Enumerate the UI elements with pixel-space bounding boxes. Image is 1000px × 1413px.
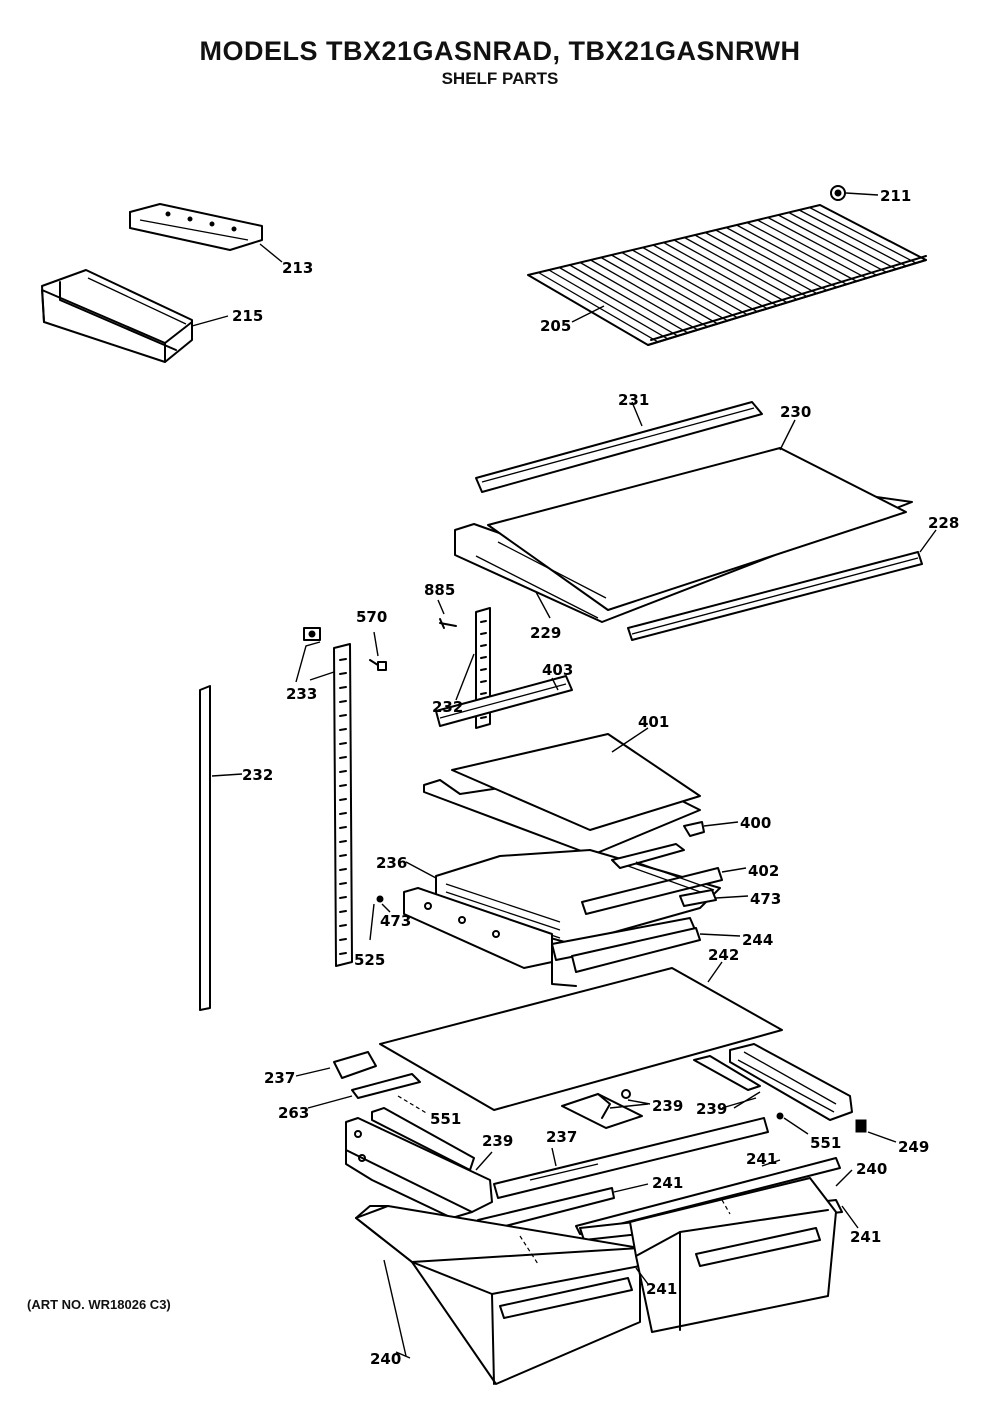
art-number: (ART NO. WR18026 C3) — [27, 1297, 171, 1312]
crisper-frame-part — [369, 843, 749, 987]
callout-239-center: 239 — [652, 1097, 683, 1115]
callout-551-left: 551 — [430, 1110, 461, 1128]
callout-400: 400 — [740, 814, 771, 832]
callout-473-left: 473 — [380, 912, 411, 930]
callout-230: 230 — [780, 403, 811, 421]
callout-236: 236 — [376, 854, 407, 872]
callout-242: 242 — [708, 946, 739, 964]
callout-205: 205 — [540, 317, 571, 335]
callout-240-right: 240 — [856, 1160, 887, 1178]
callout-239-left: 239 — [482, 1132, 513, 1150]
ladder-rail-part — [199, 607, 491, 1011]
callout-403: 403 — [542, 661, 573, 679]
callout-232-front: 232 — [432, 698, 463, 716]
dairy-bin-part — [41, 269, 229, 363]
callout-244: 244 — [742, 931, 773, 949]
callout-401: 401 — [638, 713, 669, 731]
callout-402: 402 — [748, 862, 779, 880]
callout-237-cover: 237 — [264, 1069, 295, 1087]
callout-525: 525 — [354, 951, 385, 969]
diagram-title: MODELS TBX21GASNRAD, TBX21GASNRWH — [199, 36, 801, 66]
callout-263: 263 — [278, 1104, 309, 1122]
glass-shelf-middle-part — [423, 675, 739, 856]
crisper-cover-part — [295, 961, 897, 1143]
callout-215: 215 — [232, 307, 263, 325]
callout-240-left: 240 — [370, 1350, 401, 1368]
wire-shelf-part — [527, 185, 927, 346]
callout-241-lower: 241 — [646, 1280, 677, 1298]
callout-885: 885 — [424, 581, 455, 599]
glass-shelf-upper-part — [454, 401, 937, 641]
crisper-drawer-part — [355, 1169, 853, 1385]
callout-237-rail: 237 — [546, 1128, 577, 1146]
egg-tray-part — [129, 203, 283, 263]
callout-labels: 211 213 215 205 231 230 228 229 885 570 … — [232, 187, 959, 1368]
callout-249: 249 — [898, 1138, 929, 1156]
callout-570: 570 — [356, 608, 387, 626]
callout-228: 228 — [928, 514, 959, 532]
diagram-subtitle: SHELF PARTS — [441, 69, 559, 88]
callout-211: 211 — [880, 187, 911, 205]
callout-473-right: 473 — [750, 890, 781, 908]
callout-241-center: 241 — [652, 1174, 683, 1192]
callout-233: 233 — [286, 685, 317, 703]
callout-241-far-right: 241 — [850, 1228, 881, 1246]
callout-213: 213 — [282, 259, 313, 277]
callout-551-right: 551 — [810, 1134, 841, 1152]
callout-239-right: 239 — [696, 1100, 727, 1118]
callout-229: 229 — [530, 624, 561, 642]
callout-241-upper-right: 241 — [746, 1150, 777, 1168]
callout-232-side: 232 — [242, 766, 273, 784]
callout-231: 231 — [618, 391, 649, 409]
